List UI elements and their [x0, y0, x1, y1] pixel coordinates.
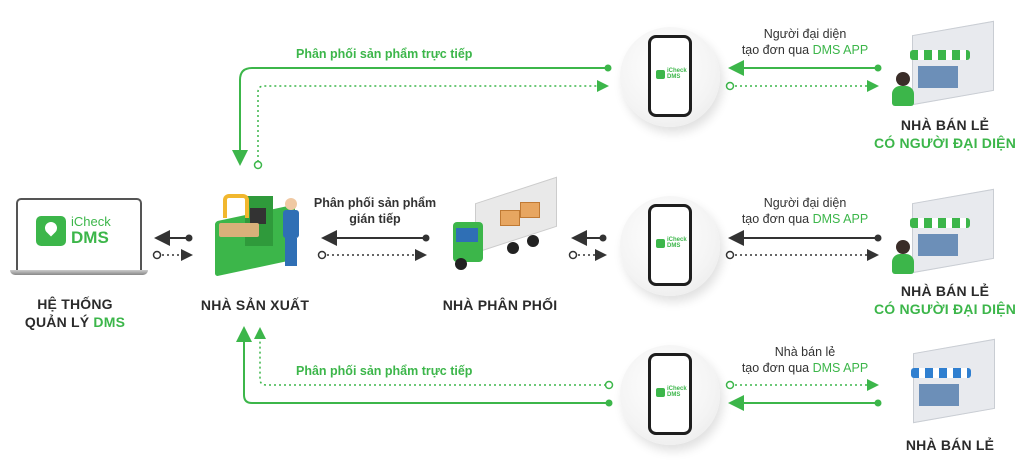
laptop-icon: iCheck DMS: [10, 198, 148, 276]
store-with-rep-icon: [890, 20, 1010, 110]
retailer-bottom-label: NHÀ BÁN LẺ: [905, 437, 995, 453]
link-phone-retailer-mid: [725, 230, 882, 261]
link-manufacturer-distributor: [317, 230, 430, 261]
store-with-rep-icon: [890, 188, 1010, 278]
link-dms-manufacturer: [152, 230, 193, 261]
retailer-mid-label: NHÀ BÁN LẺ CÓ NGƯỜI ĐẠI DIỆN: [873, 283, 1017, 317]
link-phone-retailer-top: [725, 60, 882, 92]
dms-logo-pin-icon: [656, 387, 665, 397]
retail-order-bottom-label: Nhà bán lẻ tạo đơn qua DMS APP: [741, 345, 869, 375]
link-phone-retailer-bottom: [725, 379, 882, 411]
factory-icon: [205, 188, 305, 283]
link-distributor-phone: [568, 230, 607, 261]
dms-logo-pin-icon: [36, 216, 66, 246]
rep-order-top-label: Người đại diện tạo đơn qua DMS APP: [741, 27, 869, 57]
dms-logo-pin-icon: [656, 69, 665, 79]
dms-logo-pin-icon: [656, 238, 665, 248]
indirect-flow-label: Phân phối sản phẩm gián tiếp: [313, 196, 437, 226]
manufacturer-label: NHÀ SẢN XUẤT: [200, 297, 310, 313]
direct-flow-top-label: Phân phối sản phẩm trực tiếp: [296, 47, 473, 61]
direct-flow-bottom-label: Phân phối sản phẩm trực tiếp: [296, 364, 473, 378]
laptop-product: DMS: [71, 228, 109, 247]
retailer-top-label: NHÀ BÁN LẺ CÓ NGƯỜI ĐẠI DIỆN: [873, 117, 1017, 151]
dms-system-label: HỆ THỐNG QUẢN LÝ DMS: [24, 296, 126, 330]
truck-icon: [445, 176, 565, 280]
store-icon: [895, 338, 1015, 425]
laptop-brand: iCheck: [71, 214, 111, 229]
rep-order-mid-label: Người đại diện tạo đơn qua DMS APP: [741, 196, 869, 226]
distributor-label: NHÀ PHÂN PHỐI: [442, 297, 558, 313]
link-direct-bottom: [236, 326, 614, 407]
link-direct-top: [232, 64, 612, 170]
